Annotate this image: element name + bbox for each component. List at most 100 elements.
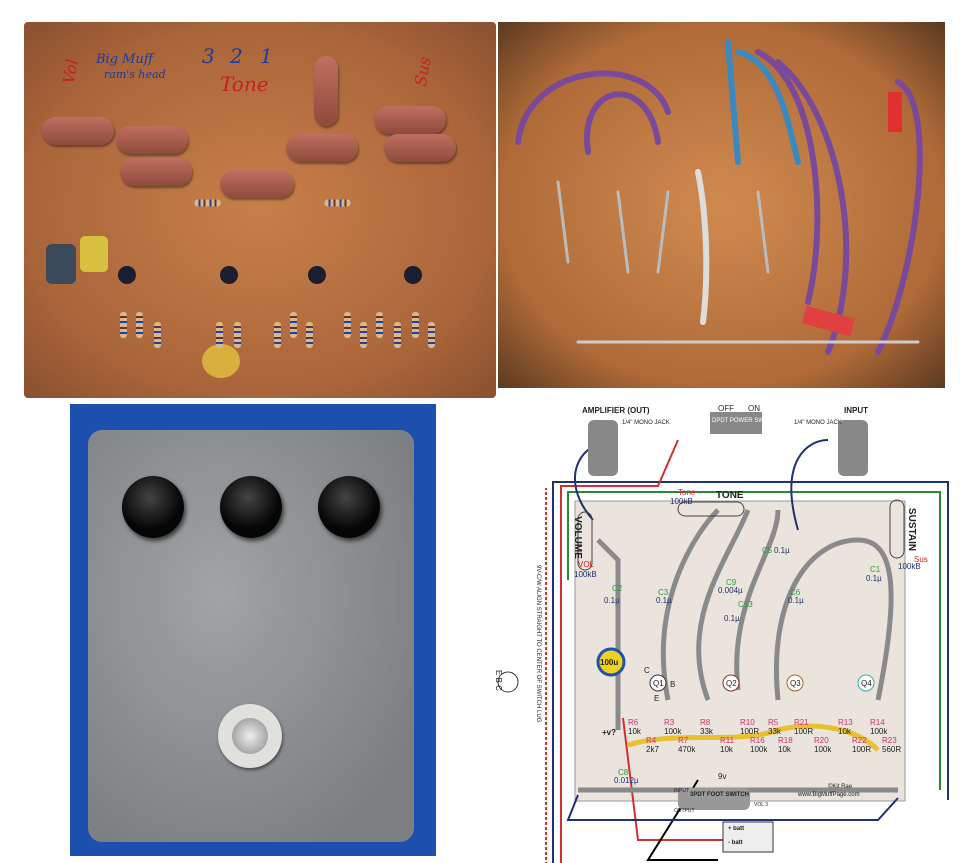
pot-number: 1 bbox=[260, 44, 273, 68]
resistor-value: 100R bbox=[852, 745, 872, 754]
pot-number: 2 bbox=[230, 44, 243, 68]
foot-switch-label: 3PDT FOOT SWITCH bbox=[690, 792, 749, 798]
resistor-label: R7 bbox=[678, 736, 689, 745]
handwritten-subtitle: ram's head bbox=[104, 68, 166, 81]
handwritten-vol: Vol bbox=[58, 57, 82, 86]
amp-out-label: AMPLIFIER (OUT) bbox=[582, 406, 650, 415]
tone-value: 100kB bbox=[670, 497, 693, 506]
credit: ©Kit Rae bbox=[828, 784, 853, 790]
cap-label: C13 bbox=[738, 600, 753, 609]
sustain-knob bbox=[318, 476, 380, 538]
transistor-label: Q3 bbox=[790, 679, 801, 688]
resistor-label: R11 bbox=[720, 736, 735, 745]
diagram-wiring bbox=[497, 412, 949, 863]
cap-value: 0.1µ bbox=[604, 596, 620, 605]
resistor-label: R20 bbox=[814, 736, 829, 745]
ebc-label: E B C bbox=[493, 670, 503, 691]
pot-number: 3 bbox=[202, 44, 215, 68]
vol-label: VOL bbox=[578, 560, 595, 569]
enclosure-photo bbox=[70, 404, 436, 856]
resistor-value: 560R bbox=[882, 745, 902, 754]
cap-value: 0.1µ bbox=[656, 596, 672, 605]
resistor-label: R8 bbox=[700, 718, 711, 727]
resistor-label: R14 bbox=[870, 718, 885, 727]
resistor-value: 100k bbox=[870, 727, 888, 736]
resistor-label: R18 bbox=[778, 736, 793, 745]
cap-label: C1 bbox=[870, 565, 881, 574]
cap-value: 0.1µ bbox=[774, 546, 790, 555]
pcb-solder-side-photo bbox=[498, 22, 945, 388]
cap-value: 0.004µ bbox=[718, 586, 743, 595]
volume-knob bbox=[122, 476, 184, 538]
resistor-label: R13 bbox=[838, 718, 853, 727]
cap-value: 0.1µ bbox=[866, 574, 882, 583]
fs-input-label: INPUT bbox=[674, 788, 689, 794]
resistor-value: 100k bbox=[664, 727, 682, 736]
cap-value: 0.012µ bbox=[614, 776, 639, 785]
cap-label: C8 bbox=[618, 768, 629, 777]
cap-value: 0.1µ bbox=[724, 614, 740, 623]
cap-value: 0.1µ bbox=[788, 596, 804, 605]
resistor-value: 33k bbox=[700, 727, 713, 736]
resistor-value: 470k bbox=[678, 745, 696, 754]
side-note: 9V-C/W ALIGN STRAIGHT TO CENTER OF SWITC… bbox=[535, 565, 541, 723]
9v-label: 9v bbox=[718, 772, 727, 781]
power-switch-label: DPDT POWER SWITCH bbox=[712, 418, 778, 424]
amp-jack-label: 1/4" MONO JACK bbox=[622, 420, 670, 426]
power-off-label: OFF bbox=[718, 404, 734, 413]
vplus-label: +v? bbox=[602, 728, 617, 737]
resistor-value: 2k7 bbox=[646, 745, 659, 754]
resistor-label: R4 bbox=[646, 736, 657, 745]
resistor-value: 100k bbox=[750, 745, 768, 754]
transistor-label: Q2 bbox=[726, 679, 737, 688]
fs-output-label: OUTPUT bbox=[674, 808, 695, 814]
cap-label: C5 bbox=[762, 546, 773, 555]
tone-label: Tone bbox=[678, 488, 696, 497]
electrolytic-cap-label: 100u bbox=[600, 658, 619, 667]
resistor-value: 100R bbox=[740, 727, 760, 736]
resistor-value: 10k bbox=[778, 745, 791, 754]
resistor-label: R22 bbox=[852, 736, 867, 745]
cap-label: C2 bbox=[612, 584, 623, 593]
website: www.BigMuffPage.com bbox=[798, 792, 860, 798]
resistor-value: 33k bbox=[768, 727, 781, 736]
resistor-value: 10k bbox=[628, 727, 641, 736]
input-label: INPUT bbox=[844, 406, 868, 415]
pin-label: B bbox=[670, 680, 676, 689]
tone-pot-label: TONE bbox=[716, 490, 744, 501]
pin-label: E bbox=[654, 694, 660, 703]
resistor-value: 10k bbox=[720, 745, 733, 754]
transistor-label: Q1 bbox=[653, 679, 664, 688]
cap-label: C9 bbox=[726, 578, 737, 587]
transistor-label: Q4 bbox=[861, 679, 872, 688]
cap-label: C6 bbox=[790, 588, 801, 597]
pcb-component-side-photo: Big Muff ram's head 3 2 1 Tone Vol Sus bbox=[24, 22, 496, 398]
handwritten-sus: Sus bbox=[410, 55, 435, 88]
resistor-label: R21 bbox=[794, 718, 809, 727]
cap-label: C3 bbox=[658, 588, 669, 597]
resistor-label: R10 bbox=[740, 718, 755, 727]
resistor-value: 10k bbox=[838, 727, 851, 736]
resistor-label: R3 bbox=[664, 718, 675, 727]
resistor-label: R6 bbox=[628, 718, 639, 727]
sus-label: Sus bbox=[914, 555, 928, 564]
sus-value: 100kB bbox=[898, 562, 921, 571]
tone-knob bbox=[220, 476, 282, 538]
layout-diagram: AMPLIFIER (OUT) 1/4" MONO JACK OFF ON DP… bbox=[478, 400, 950, 863]
fs-vol-label: VOL 3 bbox=[754, 802, 768, 808]
resistor-value: 100k bbox=[814, 745, 832, 754]
wiring-traces bbox=[515, 39, 923, 355]
resistor-label: R5 bbox=[768, 718, 779, 727]
input-jack-label: 1/4" MONO JACK bbox=[794, 420, 842, 426]
pin-label: C bbox=[644, 666, 650, 675]
sustain-pot-label: SUSTAIN bbox=[906, 507, 918, 552]
handwritten-title: Big Muff bbox=[96, 52, 154, 67]
resistor-label: R23 bbox=[882, 736, 897, 745]
vol-value: 100kB bbox=[574, 570, 597, 579]
batt-minus-label: - batt bbox=[728, 840, 743, 846]
resistor-value: 100R bbox=[794, 727, 814, 736]
batt-plus-label: + batt bbox=[728, 826, 745, 832]
handwritten-tone: Tone bbox=[220, 72, 269, 96]
power-on-label: ON bbox=[748, 404, 760, 413]
volume-pot-label: VOLUME bbox=[571, 516, 583, 559]
